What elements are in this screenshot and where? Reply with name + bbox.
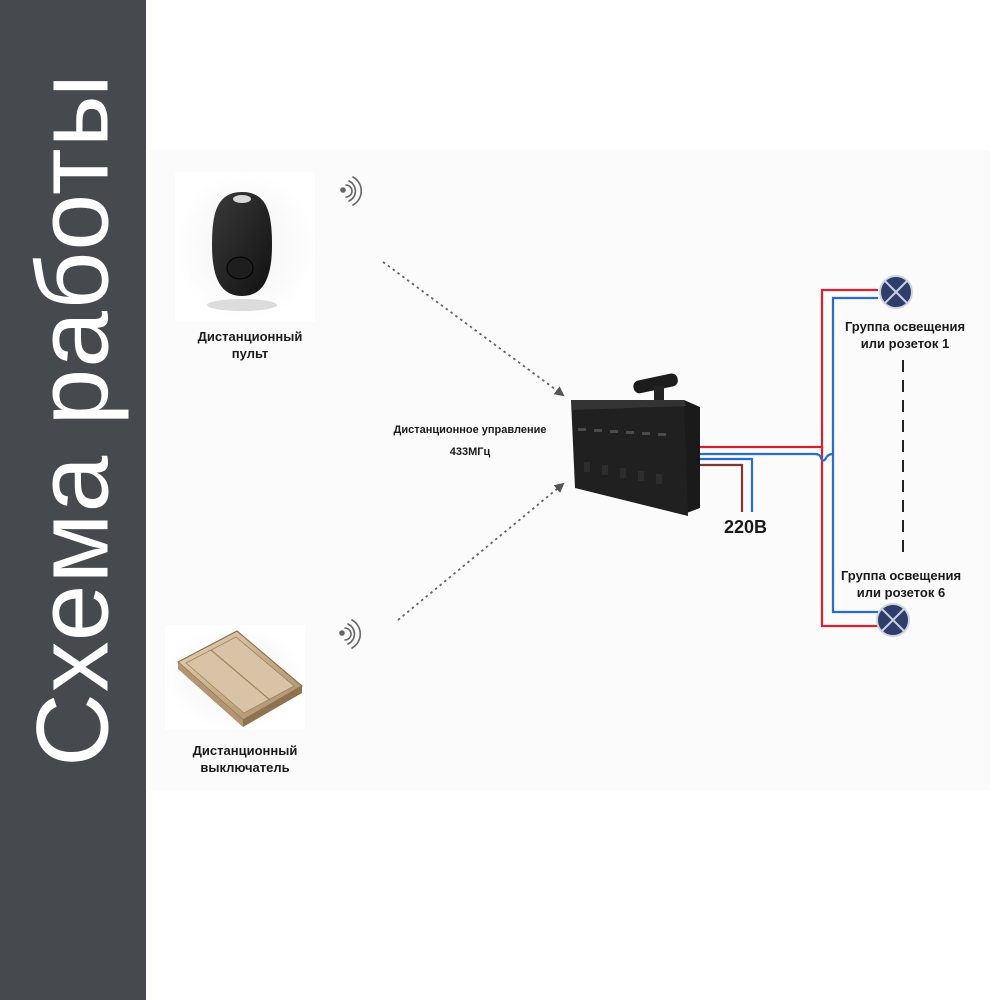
signal-arrow-remote bbox=[382, 261, 565, 397]
controller-device-image bbox=[571, 373, 700, 516]
lamp-icon bbox=[879, 275, 913, 309]
remote-label: Дистанционный пульт bbox=[197, 329, 303, 361]
radio-control-label: Дистанционное управление 433МГц bbox=[393, 424, 547, 458]
power-label: 220В bbox=[724, 517, 768, 537]
wall-switch-image bbox=[165, 625, 305, 730]
signal-waves-icon bbox=[339, 619, 361, 649]
sidebar: Схема работы bbox=[0, 0, 146, 1000]
wire-neutral bbox=[700, 296, 878, 462]
switch-label: Дистанционный выключатель bbox=[192, 743, 298, 775]
wire-live-group6 bbox=[820, 447, 878, 628]
group1-label: Группа освещения или розеток 1 bbox=[844, 319, 966, 351]
wire-neutral-group6 bbox=[831, 454, 878, 614]
remote-fob-image bbox=[175, 172, 315, 322]
signal-waves-icon bbox=[340, 176, 362, 206]
wire-live bbox=[700, 288, 878, 449]
wiring bbox=[700, 288, 878, 628]
wire-power-brown bbox=[700, 463, 744, 512]
wire-power-blue bbox=[700, 457, 754, 512]
lamp-icon bbox=[876, 603, 910, 637]
group6-label: Группа освещения или розеток 6 bbox=[840, 568, 962, 600]
